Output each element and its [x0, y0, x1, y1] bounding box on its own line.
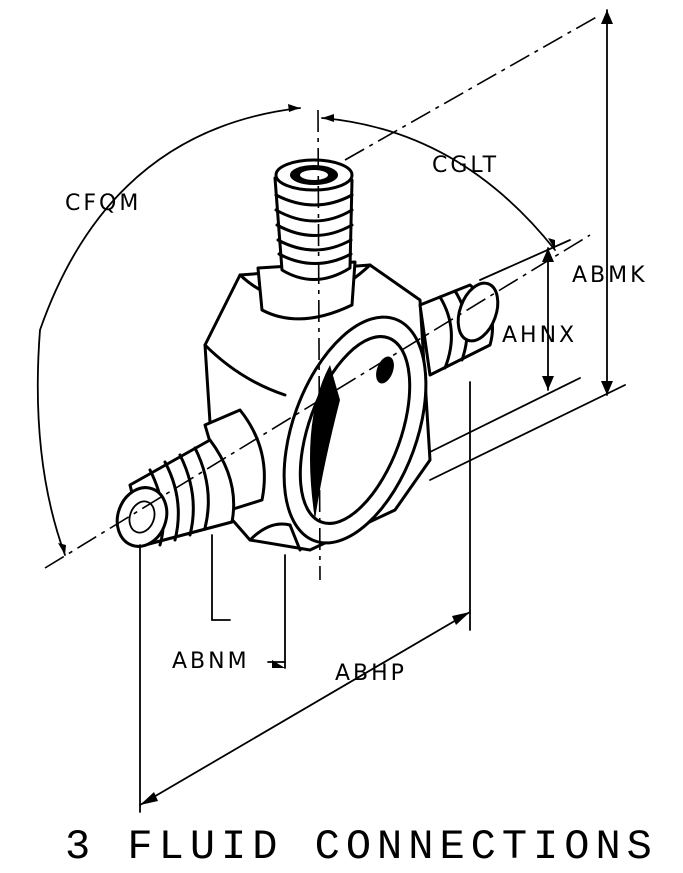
- dim-label-cglt: CGLT: [432, 153, 499, 178]
- dim-label-cfqm: CFQM: [65, 191, 141, 216]
- dim-label-ahnx: AHNX: [502, 323, 577, 348]
- left-threaded-connector: [115, 408, 266, 548]
- centerlines: [44, 14, 601, 581]
- dimension-lines: [36, 9, 626, 813]
- dim-label-abmk: ABMK: [572, 263, 648, 288]
- top-threaded-stem: [256, 158, 357, 321]
- dim-label-abhp: ABHP: [335, 661, 407, 686]
- right-threaded-connector: [418, 281, 500, 377]
- dim-label-abnm: ABNM: [172, 649, 250, 674]
- drawing-caption: 3 FLUID CONNECTIONS: [65, 823, 658, 871]
